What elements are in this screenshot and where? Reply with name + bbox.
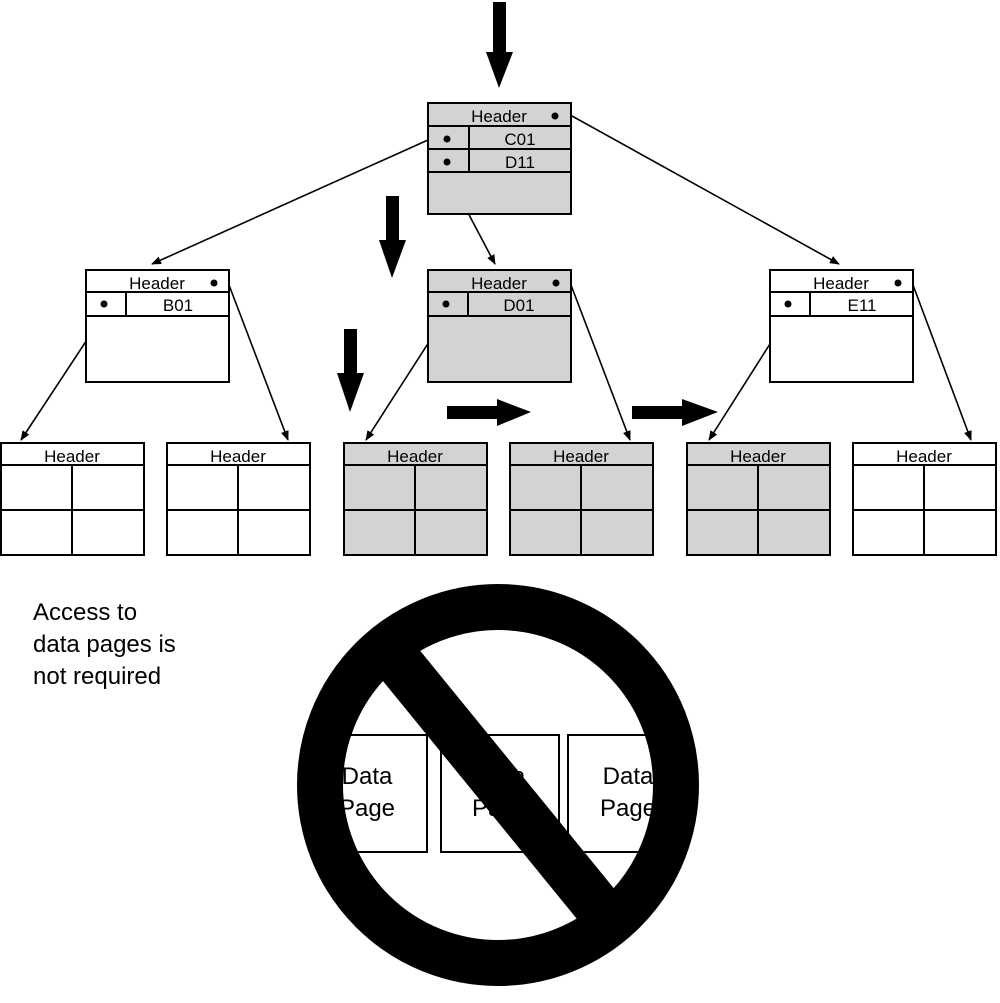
leaf-page-1: Header xyxy=(0,442,145,556)
data-page-1-line-2: Page xyxy=(339,795,395,822)
access-note-line-2: data pages is xyxy=(33,631,176,658)
pointer-d01-to-leaf4 xyxy=(570,284,631,441)
e11-header-pointer xyxy=(894,279,902,287)
pointer-root-to-b01 xyxy=(151,139,429,265)
leaf-3-header-label: Header xyxy=(387,447,443,466)
d01-key-pointer xyxy=(442,300,450,308)
pointer-root-to-e11 xyxy=(571,115,840,265)
leaf-page-2: Header xyxy=(166,442,311,556)
scan-arrow-1 xyxy=(447,399,531,426)
e11-header-label: Header xyxy=(813,274,869,293)
access-note: Access to data pages is not required xyxy=(33,599,176,690)
leaf-page-6: Header xyxy=(852,442,997,556)
leaf-page-5: Header xyxy=(686,442,831,556)
leaf-page-4: Header xyxy=(509,442,654,556)
key-d01: D01 xyxy=(503,296,534,315)
leaf-2-header-label: Header xyxy=(210,447,266,466)
d01-header-pointer xyxy=(552,279,560,287)
key-e11: E11 xyxy=(848,296,877,315)
root-header-label: Header xyxy=(471,107,527,126)
key-b01: B01 xyxy=(163,296,193,315)
data-page-3-line-1: Data xyxy=(603,763,654,790)
root-key2-pointer xyxy=(443,158,451,166)
root-key1-pointer xyxy=(443,135,451,143)
leaf-1-header-label: Header xyxy=(44,447,100,466)
b01-header-label: Header xyxy=(129,274,185,293)
access-note-line-3: not required xyxy=(33,663,161,690)
pointer-e11-to-leaf6 xyxy=(912,284,972,441)
access-arrow-leaf xyxy=(337,329,364,412)
nonleaf-page-e11: Header E11 xyxy=(769,269,914,383)
root-key-c01: C01 xyxy=(504,130,535,149)
b01-key-pointer xyxy=(100,300,108,308)
leaf-4-header-label: Header xyxy=(553,447,609,466)
pointer-b01-to-leaf2 xyxy=(228,284,289,441)
access-arrow-root xyxy=(486,2,513,88)
leaf-5-header-label: Header xyxy=(730,447,786,466)
e11-key-pointer xyxy=(784,300,792,308)
root-page: Header C01 D11 xyxy=(427,102,572,215)
leaf-page-3: Header xyxy=(343,442,488,556)
scan-arrow-2 xyxy=(632,399,718,426)
data-page-3-line-2: Page xyxy=(600,795,656,822)
b01-header-pointer xyxy=(210,279,218,287)
access-note-line-1: Access to xyxy=(33,599,137,626)
data-page-1-line-1: Data xyxy=(342,763,393,790)
leaf-6-header-label: Header xyxy=(896,447,952,466)
d01-header-label: Header xyxy=(471,274,527,293)
access-arrow-nonleaf xyxy=(379,196,406,278)
nonleaf-page-d01: Header D01 xyxy=(427,269,572,383)
root-key-d11: D11 xyxy=(505,153,535,172)
prohibited-sign-icon xyxy=(297,584,699,986)
nonleaf-page-b01: Header B01 xyxy=(85,269,230,383)
root-header-pointer xyxy=(551,112,559,120)
